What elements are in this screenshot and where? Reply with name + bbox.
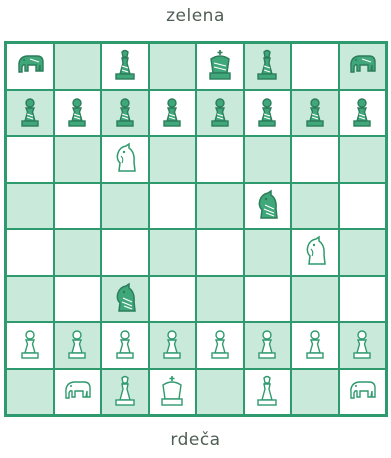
square-d1[interactable] (150, 370, 196, 415)
square-g5[interactable] (292, 184, 338, 229)
square-f7[interactable] (245, 91, 291, 136)
chess-board (7, 44, 385, 414)
green-pawn-icon[interactable] (110, 96, 140, 130)
square-b1[interactable] (55, 370, 101, 415)
green-king-icon[interactable] (205, 49, 235, 83)
red-pawn-icon[interactable] (15, 328, 45, 362)
square-f1[interactable] (245, 370, 291, 415)
square-b8[interactable] (55, 44, 101, 89)
red-elephant-icon[interactable] (347, 375, 377, 409)
square-c8[interactable] (102, 44, 148, 89)
red-knight-icon[interactable] (300, 235, 330, 269)
green-advisor-icon[interactable] (252, 49, 282, 83)
green-pawn-icon[interactable] (205, 96, 235, 130)
square-b5[interactable] (55, 184, 101, 229)
red-advisor-icon[interactable] (252, 375, 282, 409)
square-a6[interactable] (7, 137, 53, 182)
green-elephant-icon[interactable] (15, 49, 45, 83)
square-g3[interactable] (292, 277, 338, 322)
square-a3[interactable] (7, 277, 53, 322)
bottom-player-label: rdeča (0, 430, 391, 450)
green-knight-icon[interactable] (110, 282, 140, 316)
square-h3[interactable] (340, 277, 386, 322)
square-f2[interactable] (245, 323, 291, 368)
square-g1[interactable] (292, 370, 338, 415)
square-c7[interactable] (102, 91, 148, 136)
square-c2[interactable] (102, 323, 148, 368)
square-f8[interactable] (245, 44, 291, 89)
board-frame (4, 41, 388, 417)
square-h8[interactable] (340, 44, 386, 89)
square-f5[interactable] (245, 184, 291, 229)
square-d7[interactable] (150, 91, 196, 136)
square-d6[interactable] (150, 137, 196, 182)
square-d5[interactable] (150, 184, 196, 229)
square-g6[interactable] (292, 137, 338, 182)
square-e8[interactable] (197, 44, 243, 89)
square-a8[interactable] (7, 44, 53, 89)
red-pawn-icon[interactable] (62, 328, 92, 362)
square-g2[interactable] (292, 323, 338, 368)
square-b4[interactable] (55, 230, 101, 275)
top-player-label: zelena (0, 6, 391, 26)
square-d3[interactable] (150, 277, 196, 322)
square-c1[interactable] (102, 370, 148, 415)
square-a1[interactable] (7, 370, 53, 415)
square-g4[interactable] (292, 230, 338, 275)
square-d2[interactable] (150, 323, 196, 368)
square-c5[interactable] (102, 184, 148, 229)
square-d8[interactable] (150, 44, 196, 89)
square-f3[interactable] (245, 277, 291, 322)
green-pawn-icon[interactable] (252, 96, 282, 130)
square-c6[interactable] (102, 137, 148, 182)
square-a7[interactable] (7, 91, 53, 136)
green-pawn-icon[interactable] (347, 96, 377, 130)
green-pawn-icon[interactable] (300, 96, 330, 130)
square-e3[interactable] (197, 277, 243, 322)
square-b6[interactable] (55, 137, 101, 182)
red-pawn-icon[interactable] (252, 328, 282, 362)
red-advisor-icon[interactable] (110, 375, 140, 409)
square-b7[interactable] (55, 91, 101, 136)
square-h7[interactable] (340, 91, 386, 136)
green-elephant-icon[interactable] (347, 49, 377, 83)
square-e1[interactable] (197, 370, 243, 415)
square-a4[interactable] (7, 230, 53, 275)
square-h2[interactable] (340, 323, 386, 368)
square-e6[interactable] (197, 137, 243, 182)
red-king-icon[interactable] (157, 375, 187, 409)
green-knight-icon[interactable] (252, 189, 282, 223)
square-b2[interactable] (55, 323, 101, 368)
red-elephant-icon[interactable] (62, 375, 92, 409)
square-h4[interactable] (340, 230, 386, 275)
square-c3[interactable] (102, 277, 148, 322)
square-e5[interactable] (197, 184, 243, 229)
red-pawn-icon[interactable] (110, 328, 140, 362)
red-pawn-icon[interactable] (300, 328, 330, 362)
square-e4[interactable] (197, 230, 243, 275)
green-advisor-icon[interactable] (110, 49, 140, 83)
square-f6[interactable] (245, 137, 291, 182)
red-pawn-icon[interactable] (347, 328, 377, 362)
square-a5[interactable] (7, 184, 53, 229)
square-e7[interactable] (197, 91, 243, 136)
square-h5[interactable] (340, 184, 386, 229)
square-h6[interactable] (340, 137, 386, 182)
square-e2[interactable] (197, 323, 243, 368)
green-pawn-icon[interactable] (157, 96, 187, 130)
square-d4[interactable] (150, 230, 196, 275)
red-knight-icon[interactable] (110, 142, 140, 176)
square-g8[interactable] (292, 44, 338, 89)
red-pawn-icon[interactable] (205, 328, 235, 362)
square-c4[interactable] (102, 230, 148, 275)
square-g7[interactable] (292, 91, 338, 136)
green-pawn-icon[interactable] (15, 96, 45, 130)
square-h1[interactable] (340, 370, 386, 415)
square-f4[interactable] (245, 230, 291, 275)
square-a2[interactable] (7, 323, 53, 368)
square-b3[interactable] (55, 277, 101, 322)
red-pawn-icon[interactable] (157, 328, 187, 362)
green-pawn-icon[interactable] (62, 96, 92, 130)
